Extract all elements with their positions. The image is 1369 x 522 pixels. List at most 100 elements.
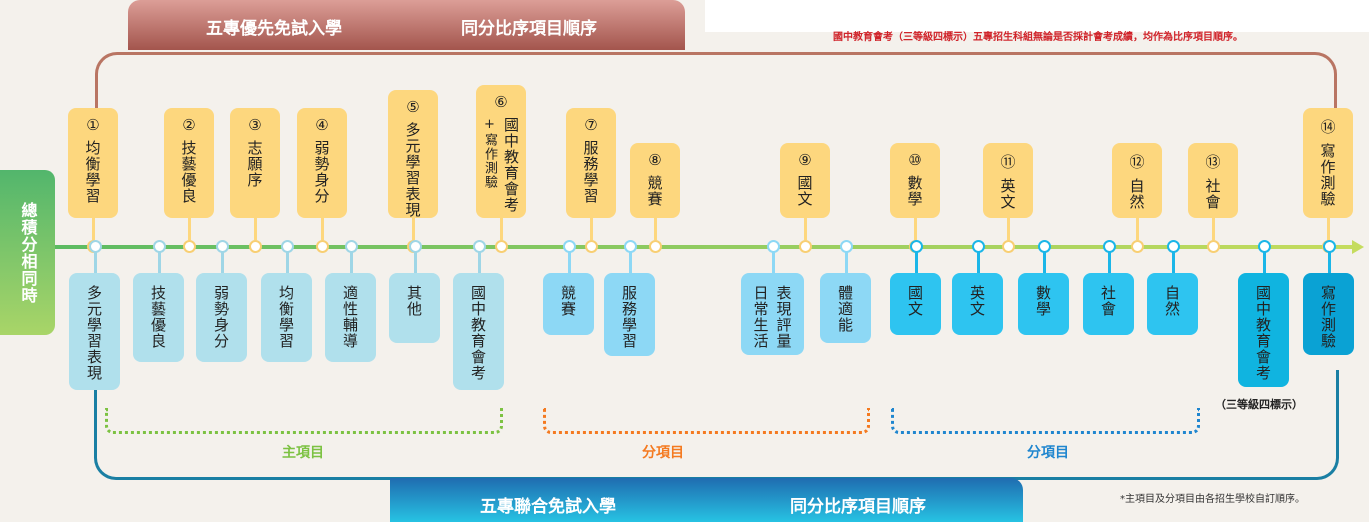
node-dot: [839, 240, 853, 253]
node-dot: [472, 240, 486, 253]
item-label: 寫作測驗: [1319, 285, 1337, 349]
tiebreak-item: 競賽: [543, 273, 594, 335]
connector: [567, 250, 571, 275]
tiebreak-item: 表現評量日常生活: [741, 273, 804, 355]
tiebreak-item: 數學: [1018, 273, 1069, 335]
item-label: 競賽: [559, 285, 577, 317]
priority-item: ⑫ 自然: [1112, 143, 1162, 218]
connector: [1327, 250, 1331, 275]
connector: [628, 250, 632, 275]
connector: [157, 250, 161, 275]
node-dot: [1102, 240, 1116, 253]
tiebreak-item: 國中教育會考: [453, 273, 504, 390]
item-label: 志願序: [245, 140, 264, 188]
left-label-box: 總積分相同時: [0, 170, 55, 335]
node-dot: [1037, 240, 1051, 253]
arrow-icon: [1352, 240, 1364, 254]
connector: [1171, 250, 1175, 275]
connector: [413, 250, 417, 275]
connector: [771, 250, 775, 275]
tiebreak-item: 弱勢身分: [196, 273, 247, 362]
node-dot: [1257, 240, 1271, 253]
bottom-header-subtitle: 同分比序項目順序: [790, 497, 926, 517]
node-dot: [909, 240, 923, 253]
tiebreak-item: 國文: [890, 273, 941, 335]
item-label: 寫作測驗: [1318, 143, 1337, 207]
node-dot: [1002, 240, 1015, 253]
connector: [285, 250, 289, 275]
item-label: 適性輔導: [341, 285, 359, 349]
top-frame-line: [95, 52, 1337, 112]
item-label: 自然: [1163, 285, 1181, 317]
item-number: ⑨: [798, 151, 812, 169]
group-bracket: [543, 408, 870, 434]
item-label: 均衡學習: [277, 285, 295, 349]
item-label: 競賽: [645, 175, 664, 207]
item-number: ②: [182, 116, 196, 134]
item-label: 國中教育會考: [502, 117, 520, 213]
tiebreak-item: 英文: [952, 273, 1003, 335]
priority-item: ④ 弱勢身分: [297, 108, 347, 218]
item-label: 國中教育會考: [469, 285, 487, 381]
top-header-subtitle: 同分比序項目順序: [461, 19, 597, 39]
tiebreak-item: 服務學習: [604, 273, 655, 356]
tiebreak-item: 均衡學習: [261, 273, 312, 362]
item-label: 服務學習: [620, 285, 638, 349]
node-dot: [249, 240, 262, 253]
priority-item: ① 均衡學習: [68, 108, 118, 218]
tiebreak-item: 體適能: [820, 273, 871, 343]
item-number: ④: [315, 116, 329, 134]
item-number: ⑤: [406, 98, 420, 116]
node-dot: [623, 240, 637, 253]
node-dot: [1131, 240, 1144, 253]
tiebreak-item: 寫作測驗: [1303, 273, 1354, 355]
item-label: 社會: [1203, 178, 1222, 210]
item-label-extra: 日常生活: [751, 285, 770, 349]
item-label: 國文: [906, 285, 924, 317]
tiebreak-item: 自然: [1147, 273, 1198, 335]
item-label: 數學: [1034, 285, 1052, 317]
node-dot: [585, 240, 598, 253]
priority-item: ⑬ 社會: [1188, 143, 1238, 218]
item-number: ⑥: [494, 93, 508, 111]
connector: [1262, 250, 1266, 275]
connector: [914, 250, 918, 275]
priority-item: ⑧ 競賽: [630, 143, 680, 218]
bottom-header-tab: 五專聯合免試入學 同分比序項目順序: [390, 478, 1023, 522]
item-number: ⑧: [648, 151, 662, 169]
group-bracket: [891, 408, 1200, 434]
item-label: 其他: [405, 285, 423, 317]
tiebreak-item: 其他: [389, 273, 440, 343]
item-label: 英文: [968, 285, 986, 317]
group-label: 分項目: [642, 445, 684, 461]
node-dot: [766, 240, 780, 253]
node-dot: [799, 240, 812, 253]
item-label: 國文: [795, 175, 814, 207]
item-label: 弱勢身分: [312, 140, 331, 204]
group-bracket: [105, 408, 503, 434]
node-dot: [495, 240, 508, 253]
item-label: 多元學習表現: [403, 122, 422, 218]
item-number: ⑭: [1320, 118, 1336, 136]
node-dot: [649, 240, 662, 253]
connector: [1042, 250, 1046, 275]
item-number: ①: [86, 116, 100, 134]
tiebreak-item: 技藝優良: [133, 273, 184, 362]
priority-item: ⑪ 英文: [983, 143, 1033, 218]
blank-panel: [705, 0, 1369, 32]
tiebreak-item: 國中教育會考: [1238, 273, 1289, 387]
connector: [976, 250, 980, 275]
item-label: 服務學習: [581, 140, 600, 204]
item-label: 體適能: [836, 285, 854, 333]
footnote: *主項目及分項目由各招生學校自訂順序。: [1120, 494, 1305, 505]
node-dot: [1207, 240, 1220, 253]
item-label: 國中教育會考: [1254, 285, 1272, 381]
note-text: 國中教育會考（三等級四標示）五專招生科組無論是否採計會考成績，均作為比序項目順序…: [833, 32, 1243, 43]
item-number: ⑬: [1205, 153, 1221, 171]
item-label: 英文: [998, 178, 1017, 210]
priority-item: ⑨ 國文: [780, 143, 830, 218]
item-number: ⑫: [1129, 153, 1145, 171]
connector: [844, 250, 848, 275]
priority-item: ② 技藝優良: [164, 108, 214, 218]
node-dot: [1322, 240, 1336, 253]
